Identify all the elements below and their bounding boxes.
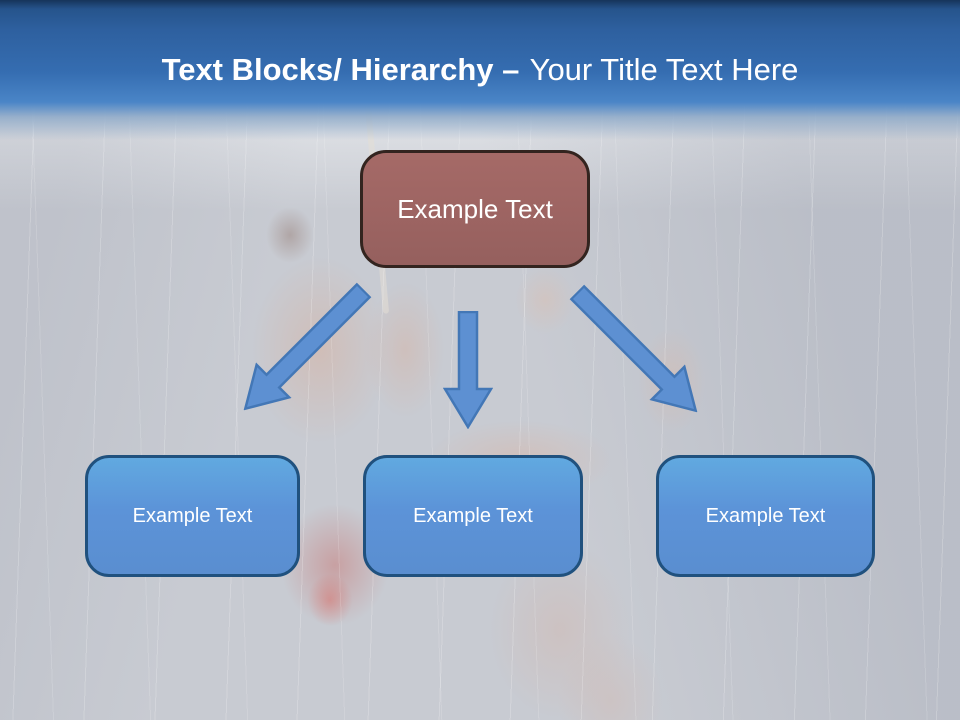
child-text-block-3[interactable]: Example Text bbox=[656, 455, 875, 577]
arrow-down-icon[interactable] bbox=[443, 311, 493, 429]
slide-title[interactable]: Text Blocks/ Hierarchy – Your Title Text… bbox=[0, 52, 960, 88]
child-text-block-1-label: Example Text bbox=[132, 504, 253, 527]
root-text-block-label: Example Text bbox=[397, 193, 553, 224]
slide-title-regular-text: Your Title Text Here bbox=[529, 52, 799, 87]
child-text-block-2[interactable]: Example Text bbox=[363, 455, 583, 577]
arrow-down-left-icon[interactable] bbox=[226, 272, 382, 428]
slide-header: Text Blocks/ Hierarchy – Your Title Text… bbox=[0, 0, 960, 140]
slide-title-bold-text: Text Blocks/ Hierarchy – bbox=[161, 52, 520, 87]
root-text-block[interactable]: Example Text bbox=[360, 150, 590, 268]
child-text-block-2-label: Example Text bbox=[413, 504, 533, 527]
child-text-block-1[interactable]: Example Text bbox=[85, 455, 300, 577]
child-text-block-3-label: Example Text bbox=[705, 504, 826, 527]
arrow-down-right-icon[interactable] bbox=[559, 274, 715, 430]
